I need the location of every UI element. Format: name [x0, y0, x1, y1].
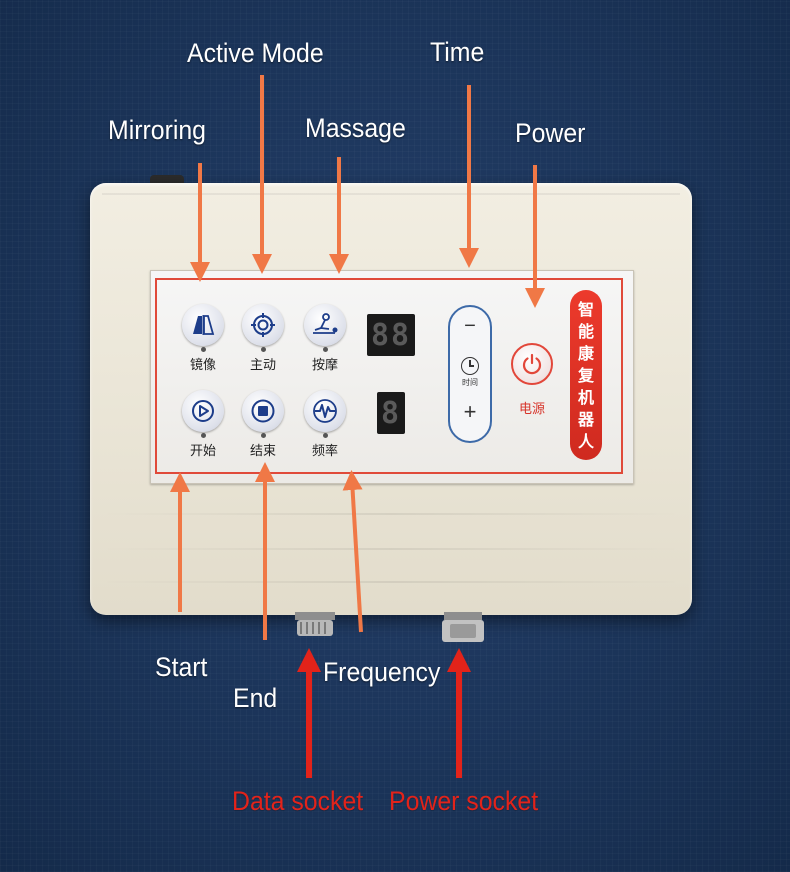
power-button[interactable] — [511, 343, 553, 385]
two-digit-display: 88 — [367, 314, 415, 356]
data-socket — [295, 612, 335, 636]
time-decrease-button[interactable]: − — [464, 315, 476, 337]
power-button-label: 电源 — [518, 401, 545, 416]
time-control: − 时间 + — [448, 305, 492, 443]
start-callout: Start — [155, 652, 208, 682]
one-digit-display: 8 — [377, 392, 405, 434]
massage-button-label: 按摩 — [311, 357, 338, 372]
frequency-callout: Frequency — [323, 657, 441, 687]
frequency-button-label: 频率 — [311, 443, 338, 458]
power-socket-callout: Power socket — [389, 786, 539, 816]
data-socket-callout: Data socket — [232, 786, 364, 816]
massage-icon — [304, 304, 346, 346]
control-panel — [150, 270, 634, 484]
mirroring-callout: Mirroring — [108, 115, 206, 145]
mirror-icon — [182, 304, 224, 346]
time-label: 时间 — [462, 378, 478, 387]
active-mode-button[interactable]: 主动 — [235, 304, 291, 374]
time-callout: Time — [430, 37, 485, 67]
end-callout: End — [233, 683, 278, 713]
brand-badge: 智 能 康 复 机 器 人 — [570, 290, 602, 460]
wave-icon — [304, 390, 346, 432]
massage-callout: Massage — [305, 113, 406, 143]
start-button-label: 开始 — [189, 443, 216, 458]
power-callout: Power — [515, 118, 586, 148]
mirror-button-label: 镜像 — [189, 357, 216, 372]
end-button[interactable]: 结束 — [235, 390, 291, 460]
mirror-button[interactable]: 镜像 — [175, 304, 231, 374]
massage-button[interactable]: 按摩 — [297, 304, 353, 374]
device-top-knob — [150, 175, 184, 185]
clock-icon — [461, 357, 479, 375]
play-icon — [182, 390, 224, 432]
active-mode-callout: Active Mode — [187, 38, 324, 68]
target-icon — [242, 304, 284, 346]
frequency-button[interactable]: 频率 — [297, 390, 353, 460]
power-socket — [442, 612, 484, 642]
stop-icon — [242, 390, 284, 432]
time-increase-button[interactable]: + — [463, 399, 477, 424]
end-button-label: 结束 — [249, 443, 276, 458]
control-panel-frame — [155, 278, 623, 474]
power-icon — [522, 353, 542, 375]
active-mode-button-label: 主动 — [249, 357, 276, 372]
start-button[interactable]: 开始 — [175, 390, 231, 460]
